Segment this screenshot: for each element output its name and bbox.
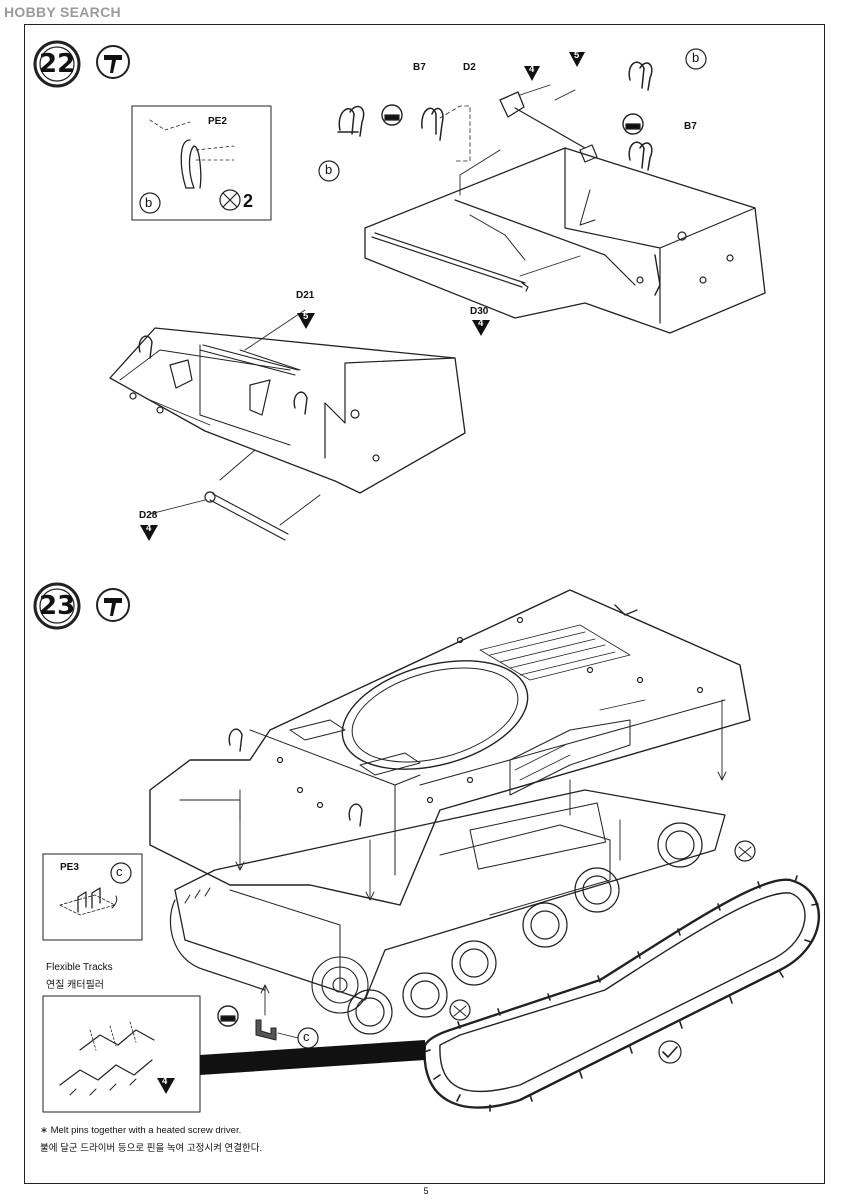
d21-rod: [239, 309, 315, 371]
d21-sprue-number: 5: [303, 311, 309, 322]
pe3-inset: [42, 853, 143, 941]
b-label-right: b: [692, 50, 700, 65]
page-number: 5: [423, 1186, 429, 1196]
watermark-logo: HOBBY SEARCH: [4, 4, 121, 20]
glue-icon: [96, 45, 130, 79]
assembly-arrows: [235, 699, 727, 1016]
stage-indicator-icon: [381, 104, 644, 135]
flexible-tracks-inset: [42, 995, 425, 1113]
sprue-triangle-5: [569, 52, 585, 67]
pe2-quantity: 2: [243, 191, 254, 211]
b-circle-right: [685, 48, 707, 70]
flexible-tracks-title-ko: 연질 캐터필러: [46, 980, 104, 991]
b7-label-left: B7: [413, 62, 426, 73]
pe3-c-label: c: [116, 864, 123, 879]
d30-rod: [371, 232, 581, 292]
d30-label: D30: [470, 306, 489, 317]
b7-clip-left: [421, 105, 471, 162]
note-korean: 불에 달군 드라이버 등으로 핀을 녹여 고정시켜 연결한다.: [40, 1143, 263, 1154]
d28-sprue-number: 4: [146, 523, 152, 534]
d30-sprue-number: 4: [478, 318, 484, 329]
d2-label: D2: [463, 62, 476, 73]
pe2-label: PE2: [208, 116, 227, 127]
b7-label-right: B7: [684, 121, 697, 132]
sprue-triangle-d2: [524, 66, 540, 81]
lower-hull-rear: [109, 327, 466, 494]
step-22-badge: [33, 40, 81, 88]
c-callout-label: c: [303, 1029, 310, 1044]
step-23-number: 23: [39, 591, 76, 621]
pe3-label: PE3: [60, 862, 79, 873]
d28-label: D28: [139, 510, 158, 521]
b-clip-right: [628, 61, 653, 171]
pe2-inset: [131, 105, 272, 221]
page-border: [24, 24, 825, 1184]
pe2-b-label: b: [145, 195, 153, 210]
flexible-tracks-sprue-number: 4: [162, 1076, 168, 1087]
flexible-tracks-title: Flexible Tracks: [46, 962, 113, 973]
d21-label: D21: [296, 290, 315, 301]
b-circle-left: [318, 160, 340, 182]
step-22-number: 22: [39, 49, 76, 79]
d2-shovel: [499, 84, 598, 163]
note-english: ∗ Melt pins together with a heated screw…: [40, 1125, 242, 1136]
check-icon: [449, 840, 756, 1064]
sprue-triangle-d30: [472, 320, 490, 336]
watermark-text: HOBBY SEARCH: [4, 4, 121, 20]
step-23-badge: [33, 582, 81, 630]
upper-hull-rear: [364, 147, 766, 334]
b-label-left: b: [325, 162, 333, 177]
glue-icon: [96, 588, 130, 622]
hull-top: [149, 589, 751, 906]
lower-hull: [169, 789, 726, 1035]
b-clip-left: [337, 105, 365, 137]
c-callout: [217, 1005, 319, 1049]
sprue-5-number: 5: [574, 50, 580, 61]
d28-rod: [140, 449, 321, 541]
flexible-track: [423, 875, 821, 1112]
d2-sprue-number: 4: [529, 64, 535, 75]
